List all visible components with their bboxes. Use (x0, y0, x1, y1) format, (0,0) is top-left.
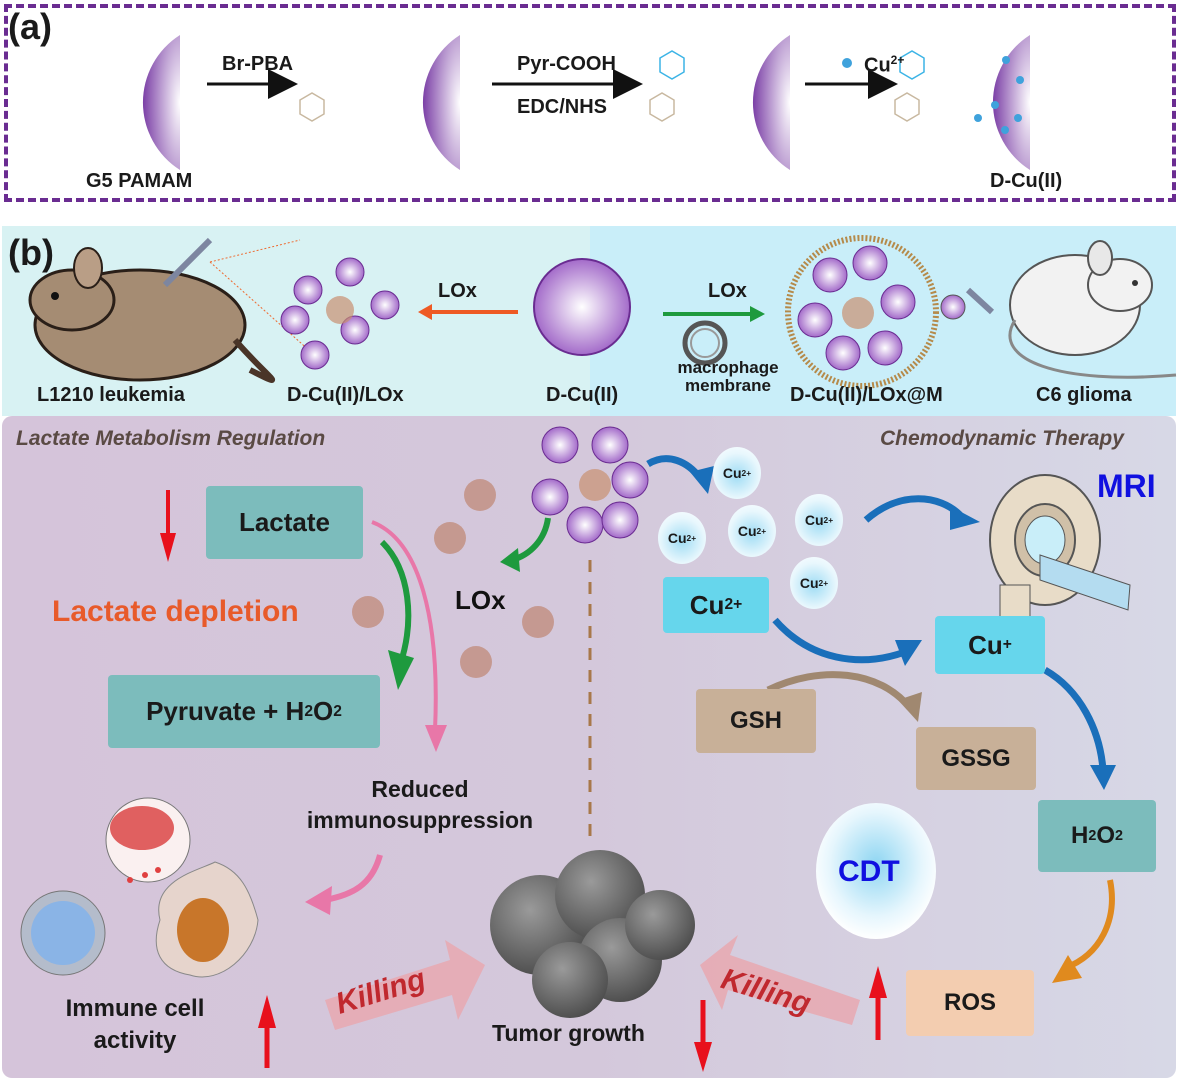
label-tumor-growth: Tumor growth (492, 1020, 645, 1046)
arrow-to-immune-cells (324, 854, 383, 903)
box-lactate: Lactate (206, 486, 363, 559)
mri-scanner-icon (989, 474, 1131, 646)
label-lox: LOx (455, 585, 506, 615)
pba-structure (299, 92, 920, 122)
panel-a-frame (4, 4, 1176, 202)
lox-enzyme-icons (352, 479, 554, 678)
label-d-cu-lox-m: D-Cu(II)/LOx@M (790, 384, 943, 406)
mouse-glioma-icon (1008, 240, 1177, 379)
d-cu-lox-cluster (280, 257, 400, 370)
title-chemodynamic-therapy: Chemodynamic Therapy (880, 427, 1124, 450)
dendrimer-pyr (752, 35, 790, 170)
panel-a-label: (a) (8, 6, 52, 47)
reagent-edc-nhs: EDC/NHS (517, 96, 608, 118)
arrow-lactate-to-pyruvate (379, 539, 412, 666)
box-gssg: GSSG (916, 727, 1036, 790)
label-lox-left: LOx (438, 280, 477, 302)
dendrimer-d-cu (974, 35, 1030, 170)
d-cu-lox-m-cluster (785, 235, 939, 389)
arrow-to-mri (863, 495, 963, 523)
killing-arrow-left (325, 940, 485, 1030)
label-lactate-depletion: Lactate depletion (52, 595, 299, 628)
arrow-h2o2-to-ros (1063, 879, 1115, 971)
mouse-leukemia-icon (28, 247, 275, 383)
tumor-icon (490, 850, 695, 1018)
panel-b-label: (b) (8, 232, 54, 273)
neutrophil-icon (105, 797, 191, 883)
box-gsh: GSH (696, 689, 816, 753)
label-l1210-leukemia: L1210 leukemia (37, 384, 185, 406)
cdt-circle (816, 803, 936, 939)
label-d-cu-lox: D-Cu(II)/LOx (287, 384, 404, 406)
reagent-pyr-cooh: Pyr-COOH (517, 53, 616, 75)
label-d-cu-center: D-Cu(II) (546, 384, 619, 406)
nanoparticle-cluster (531, 426, 649, 544)
syringe-right-icon (965, 287, 995, 315)
arrow-gsh-to-gssg (766, 671, 913, 711)
arrow-lactate-to-immunosuppression (371, 520, 438, 731)
arrow-to-cu-ions (646, 455, 703, 481)
pyridine-structure (659, 50, 925, 80)
dendrimer-g5-pamam (142, 35, 180, 170)
small-membrane-particle (940, 294, 966, 320)
dendrimer-pba (422, 35, 460, 170)
killing-arrow-right (700, 935, 860, 1025)
label-g5-pamam: G5 PAMAM (86, 170, 193, 192)
reagent-cu2: Cu2+ (864, 53, 905, 77)
syringe-left-icon (162, 237, 213, 288)
box-ros: ROS (906, 970, 1034, 1036)
reagent-br-pba: Br-PBA (222, 53, 294, 75)
macrophage-membrane-icon (682, 320, 728, 366)
box-cu1: Cu+ (935, 616, 1045, 674)
macrophage-icon (155, 861, 259, 978)
arrow-cu1-to-h2o2 (1043, 666, 1107, 771)
label-mri: MRI (1097, 468, 1156, 504)
label-lox-right: LOx (708, 280, 747, 302)
label-d-cu: D-Cu(II) (990, 170, 1063, 192)
lymphocyte-icon (20, 890, 106, 976)
cu-ion-icon (842, 58, 852, 68)
arrow-cu2-to-cu1 (772, 617, 907, 664)
label-cdt: CDT (838, 855, 900, 888)
d-cu-nanoparticle (533, 258, 631, 356)
label-c6-glioma: C6 glioma (1036, 384, 1132, 406)
title-lactate-metabolism: Lactate Metabolism Regulation (16, 427, 326, 450)
